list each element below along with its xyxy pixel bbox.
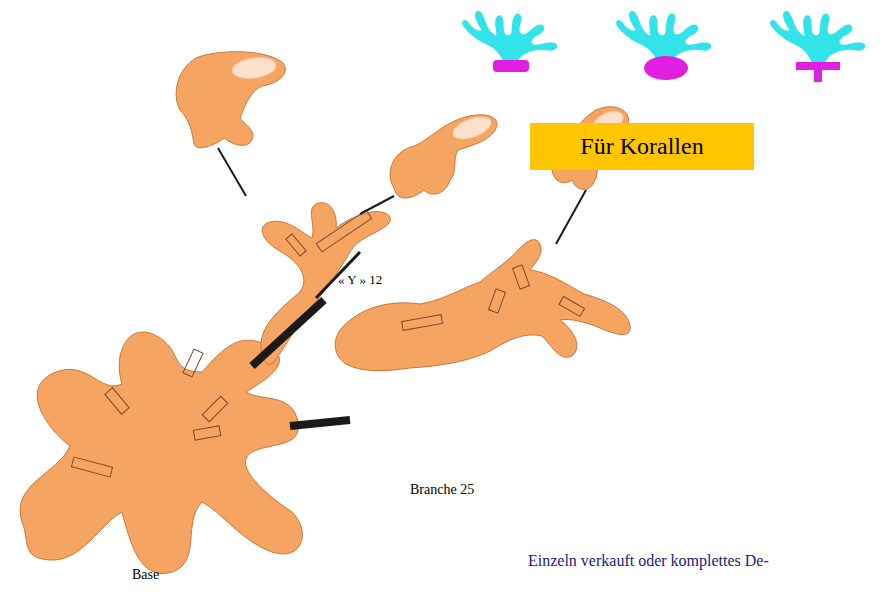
note-text-text: Einzeln verkauft oder komplettes De-	[528, 552, 769, 569]
label-box: Für Korallen	[530, 123, 754, 170]
flat-base	[493, 60, 529, 72]
box-text: Für Korallen	[580, 133, 703, 160]
round-base	[644, 56, 688, 80]
note-text: Einzeln verkauft oder komplettes De-	[528, 552, 769, 570]
part-label: « Y » 12	[338, 272, 382, 288]
coral-icon	[462, 11, 557, 67]
branch-piece	[335, 240, 630, 371]
base-piece	[20, 332, 302, 574]
part-label-text: « Y » 12	[338, 272, 382, 287]
part-label: Base	[132, 567, 159, 583]
coral-head	[176, 52, 285, 148]
part-label-text: Branche 25	[410, 482, 474, 497]
part-label-text: Base	[132, 567, 159, 582]
part-label: Branche 25	[410, 482, 474, 498]
peg-base	[796, 62, 840, 82]
coral-icon	[770, 11, 865, 67]
